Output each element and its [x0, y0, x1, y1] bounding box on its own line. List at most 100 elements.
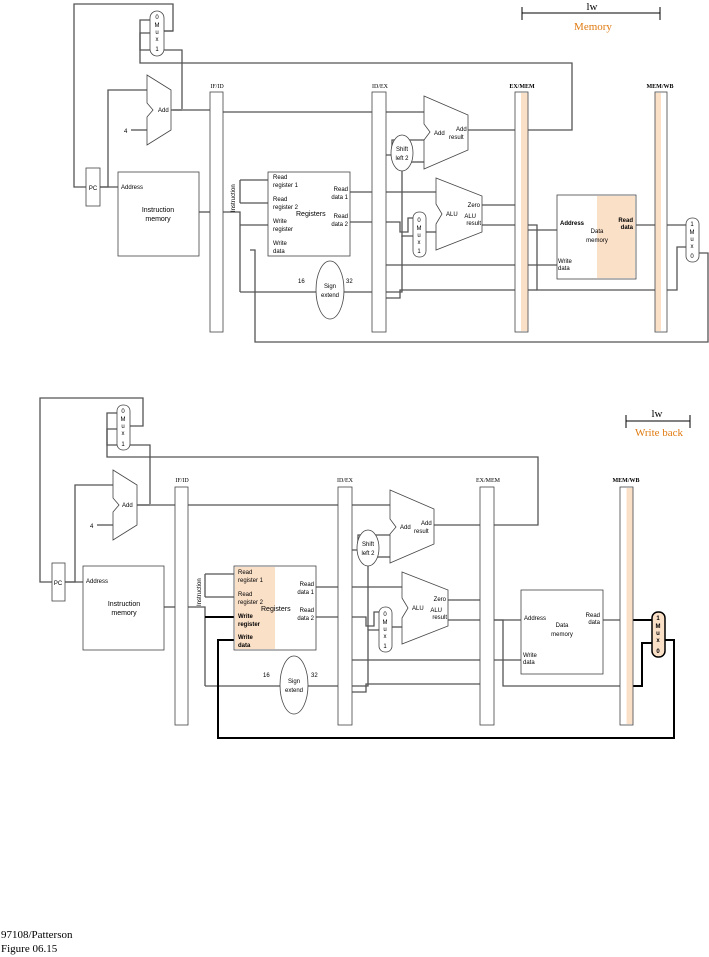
bottom-dm-label1: Data	[556, 623, 569, 629]
bottom-bits16: 16	[263, 673, 270, 679]
bottom-id-ex-label: ID/EX	[337, 478, 354, 484]
top-dm-write2: data	[558, 266, 570, 272]
bottom-im-label-2: memory	[111, 610, 137, 617]
bottom-ba-result1: Add	[421, 521, 432, 527]
top-rf-rd1a: Read	[334, 187, 348, 193]
bottom-pc-label: PC	[54, 581, 63, 587]
bottom-pc-mux-m: M	[121, 417, 126, 423]
top-dm-read1: Read	[618, 218, 633, 224]
bottom-am-0: 0	[383, 612, 387, 618]
top-dm-label2: memory	[586, 238, 608, 244]
top-shift-left-2	[390, 134, 414, 172]
bottom-branch-adder	[389, 489, 435, 564]
bottom-rf-wra: Write	[238, 614, 254, 620]
top-id-ex-register	[371, 91, 387, 333]
bottom-im-address: Address	[86, 579, 108, 585]
top-ex-mem-label: EX/MEM	[509, 84, 535, 90]
top-rf-wdb: data	[273, 249, 285, 255]
bottom-pc-mux-x: x	[122, 431, 125, 437]
bottom-pc-adder	[112, 469, 138, 541]
top-am-1: 1	[417, 249, 421, 255]
top-pc-adder-label: Add	[158, 108, 169, 114]
top-rf-rd1b: data 1	[331, 195, 348, 201]
bottom-data-memory	[520, 589, 604, 675]
top-stage-tag: lw	[587, 1, 598, 13]
bottom-se-1: Sign	[288, 679, 300, 685]
top-rf-rr1a: Read	[273, 175, 287, 181]
bottom-four: 4	[90, 524, 94, 530]
top-dm-address: Address	[560, 221, 585, 227]
top-four: 4	[124, 129, 128, 135]
bottom-stage-tag: lw	[652, 408, 663, 420]
top-pc-mux	[149, 10, 165, 57]
bottom-ex-mem-label: EX/MEM	[476, 478, 501, 484]
bottom-rf-label: Registers	[261, 606, 291, 613]
bottom-dm-read2: data	[588, 620, 600, 626]
bottom-shift-1: Shift	[362, 542, 374, 548]
top-im-label-2: memory	[145, 216, 171, 223]
top-am-m: M	[417, 226, 422, 232]
top-wm-0: 0	[690, 254, 694, 260]
bottom-dm-read1: Read	[586, 613, 600, 619]
top-pc-mux-u: u	[155, 30, 158, 36]
bottom-am-m: M	[383, 620, 388, 626]
bottom-rf-rd2b: data 2	[297, 616, 314, 622]
top-im-address: Address	[121, 185, 143, 191]
bottom-wires	[39, 397, 675, 739]
top-rf-rd2a: Read	[334, 214, 348, 220]
top-instruction-memory	[117, 171, 200, 257]
bottom-dm-write1: Write	[523, 653, 538, 659]
top-wb-mux	[685, 217, 700, 263]
bottom-se-2: extend	[285, 688, 303, 694]
bottom-dm-write2: data	[523, 660, 535, 666]
top-bits32: 32	[346, 279, 353, 285]
top-pc-adder	[146, 74, 172, 146]
top-wm-x: x	[691, 244, 694, 250]
bottom-rf-rr2b: register 2	[238, 600, 264, 606]
top-rf-label: Registers	[296, 211, 326, 218]
bottom-instruction-label: Instruction	[197, 578, 203, 606]
top-se-2: extend	[321, 293, 339, 299]
top-se-1: Sign	[324, 284, 336, 290]
bottom-pc	[51, 562, 66, 602]
bottom-rf-wdb: data	[238, 643, 251, 649]
bottom-if-id-label: IF/ID	[175, 478, 189, 484]
bottom-am-x: x	[384, 634, 387, 640]
top-ba-result1: Add	[456, 127, 467, 133]
bottom-pc-mux-1: 1	[121, 442, 125, 448]
top-rf-rd2b: data 2	[331, 222, 348, 228]
top-wm-1: 1	[690, 222, 694, 228]
bottom-mem-wb-highlight	[626, 488, 633, 724]
bottom-ba-label: Add	[400, 525, 411, 531]
top-instruction-label: Instruction	[231, 184, 237, 212]
top-pc-mux-x: x	[156, 37, 159, 43]
bottom-pc-adder-label: Add	[122, 503, 133, 509]
top-zero: Zero	[468, 203, 481, 209]
top-am-0: 0	[417, 218, 421, 224]
bottom-rf-highlight	[235, 567, 275, 649]
top-ex-mem-highlight	[521, 93, 528, 331]
bottom-wm-1: 1	[656, 616, 660, 622]
bottom-am-1: 1	[383, 644, 387, 650]
bottom-rf-rd1a: Read	[300, 582, 314, 588]
bottom-wm-x: x	[656, 638, 660, 644]
top-pc-mux-0: 0	[155, 15, 159, 21]
bottom-alu-result1: ALU	[430, 608, 442, 614]
top-dm-highlight	[597, 196, 635, 278]
top-alu-label: ALU	[446, 212, 458, 218]
bottom-pc-mux-0: 0	[121, 409, 125, 415]
top-alu-result1: ALU	[464, 214, 476, 220]
top-rf-wra: Write	[273, 219, 288, 225]
bottom-shift-left-2	[356, 529, 380, 567]
bottom-rf-rd2a: Read	[300, 608, 314, 614]
top-if-id-label: IF/ID	[210, 84, 224, 90]
top-diagram: lw Memory	[73, 1, 709, 343]
bottom-wm-0: 0	[656, 649, 660, 655]
bottom-wm-u: u	[656, 631, 660, 637]
top-im-label-1: Instruction	[142, 207, 174, 214]
top-sign-extend	[315, 260, 345, 320]
bottom-if-id-register	[174, 486, 189, 726]
bottom-shift-2: left 2	[361, 551, 375, 557]
top-pc-mux-1: 1	[155, 47, 159, 53]
bottom-am-u: u	[383, 627, 386, 633]
